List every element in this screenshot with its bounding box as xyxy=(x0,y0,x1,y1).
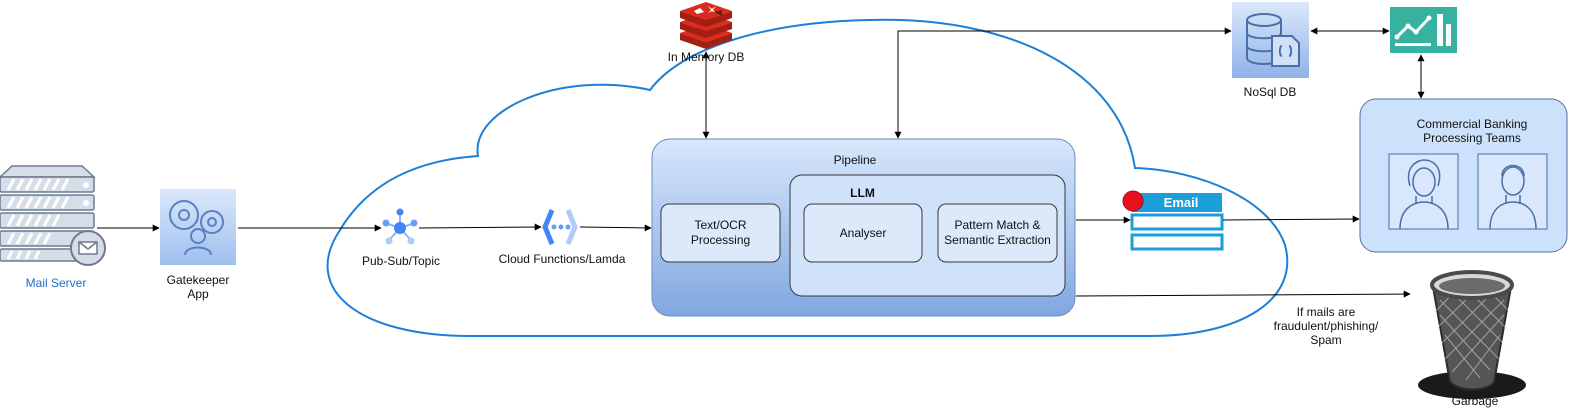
text-ocr-label: Text/OCR Processing xyxy=(690,218,751,247)
cloud-outline xyxy=(326,18,1289,337)
pubsub-icon xyxy=(382,208,418,245)
analytics-icon xyxy=(1390,7,1457,53)
garbage-label: Garbage xyxy=(1451,394,1499,408)
team-member-icon xyxy=(1388,153,1459,230)
cloud-functions-icon xyxy=(542,209,578,245)
in-memory-db-label: In Memory DB xyxy=(667,50,745,64)
analyser-box xyxy=(803,203,923,263)
pipeline-label: Pipeline xyxy=(833,153,877,167)
redis-icon xyxy=(680,2,732,49)
trash-can-icon xyxy=(1418,270,1526,399)
gatekeeper-icon xyxy=(160,189,236,265)
commercial-banking-label: Commercial Banking Processing Teams xyxy=(1416,117,1528,145)
server-icon xyxy=(0,165,106,266)
team-member-icon xyxy=(1477,153,1548,230)
pubsub-label: Pub-Sub/Topic xyxy=(361,254,441,268)
gatekeeper-label: Gatekeeper App xyxy=(166,273,230,301)
text-ocr-box xyxy=(660,203,781,263)
analyser-label: Analyser xyxy=(839,225,887,240)
connectors xyxy=(97,27,1425,298)
pattern-match-box xyxy=(937,203,1058,263)
nosql-db-label: NoSql DB xyxy=(1243,85,1297,99)
pattern-match-label: Pattern Match & Semantic Extraction xyxy=(944,218,1051,247)
mail-server-label: Mail Server xyxy=(25,276,87,290)
llm-label: LLM xyxy=(850,186,875,200)
fraud-note-label: If mails are fraudulent/phishing/ Spam xyxy=(1273,305,1379,347)
email-icon-label: Email xyxy=(1163,195,1199,210)
nosql-db-icon xyxy=(1232,2,1309,78)
cloud-functions-label: Cloud Functions/Lamda xyxy=(498,252,626,266)
email-icon xyxy=(1122,190,1224,251)
